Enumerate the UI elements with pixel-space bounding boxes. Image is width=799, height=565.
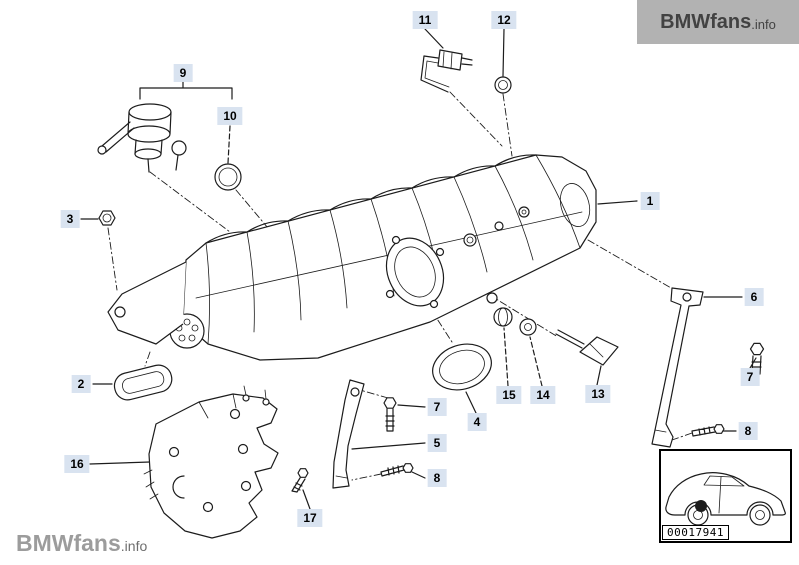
callout-7-right[interactable]: 7 <box>740 368 760 386</box>
vehicle-sketch <box>665 472 786 526</box>
callout-11[interactable]: 11 <box>412 11 438 29</box>
logo-text-suffix: .info <box>751 17 776 32</box>
callout-5[interactable]: 5 <box>427 434 447 452</box>
part-10-o-ring <box>214 163 242 191</box>
part-17-screw <box>291 468 309 493</box>
part-4-seal-ring <box>432 343 492 391</box>
part-9-pressure-regulator <box>97 103 187 173</box>
site-watermark-top: BMWfans.info <box>637 0 799 44</box>
callout-6[interactable]: 6 <box>744 288 764 306</box>
callout-16[interactable]: 16 <box>64 455 90 473</box>
leader-lines <box>80 28 757 510</box>
part-1-intake-manifold <box>107 154 597 361</box>
callout-12[interactable]: 12 <box>491 11 517 29</box>
callout-17[interactable]: 17 <box>297 509 323 527</box>
logo-text-bold: BMWfans <box>16 530 121 556</box>
part-15-cap <box>493 307 513 327</box>
logo-text-bold: BMWfans <box>660 10 752 33</box>
vehicle-thumbnail: 00017941 <box>659 449 792 543</box>
part-16-mounting-bracket <box>143 385 279 539</box>
part-3-hex-nut <box>98 210 116 226</box>
callout-2[interactable]: 2 <box>71 375 91 393</box>
part-7-hex-bolts <box>383 342 765 432</box>
callout-4[interactable]: 4 <box>467 413 487 431</box>
image-code: 00017941 <box>662 525 729 540</box>
part-2-gasket <box>113 364 173 401</box>
callout-13[interactable]: 13 <box>585 385 611 403</box>
part-13-sensor <box>555 329 619 366</box>
part-12-o-ring <box>494 76 512 94</box>
callout-8-right[interactable]: 8 <box>738 422 758 440</box>
callout-9[interactable]: 9 <box>173 64 193 82</box>
part-8-hex-bolts <box>380 424 725 477</box>
callout-1[interactable]: 1 <box>640 192 660 210</box>
part-location-dot <box>695 500 707 512</box>
callout-3[interactable]: 3 <box>60 210 80 228</box>
part-6-support-stay <box>651 287 704 448</box>
callout-15[interactable]: 15 <box>496 386 522 404</box>
part-11-vent-valve <box>420 49 473 93</box>
part-5-support-bracket <box>332 379 365 489</box>
callout-10[interactable]: 10 <box>217 107 243 125</box>
callout-14[interactable]: 14 <box>530 386 556 404</box>
callout-7-middle[interactable]: 7 <box>427 398 447 416</box>
part-14-washer <box>519 318 537 336</box>
callout-8-middle[interactable]: 8 <box>427 469 447 487</box>
site-watermark-bottom: BMWfans.info <box>16 530 147 557</box>
logo-text-suffix: .info <box>120 538 148 554</box>
